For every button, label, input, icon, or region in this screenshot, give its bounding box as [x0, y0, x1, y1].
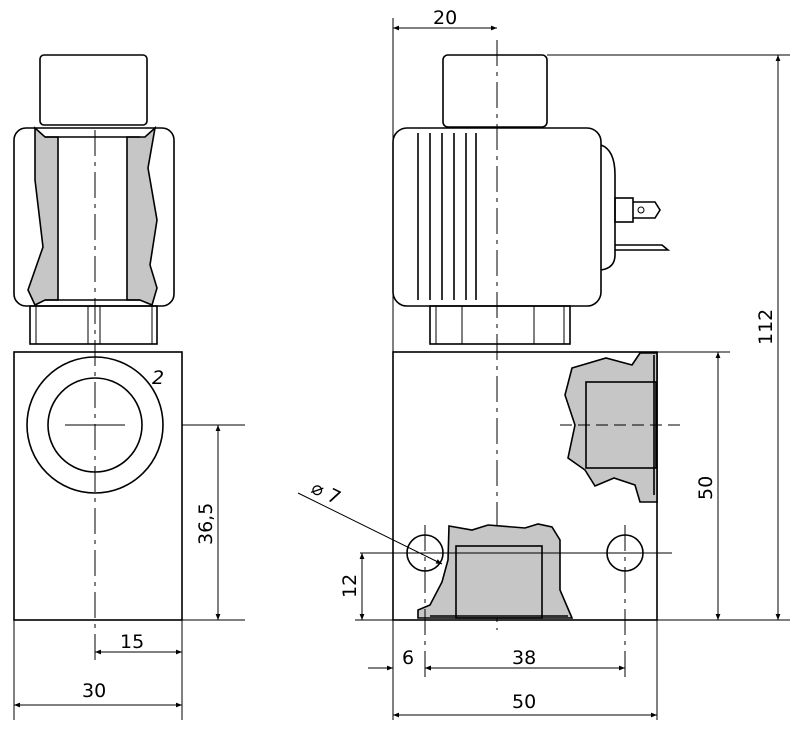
side-port-section [564, 352, 658, 503]
dim-side-width: 30 [82, 680, 106, 702]
front-view: 20 112 50 ⌀ 7 12 6 38 50 [297, 7, 790, 720]
dim-hole-height: 12 [339, 574, 361, 598]
coil-section-right [126, 125, 158, 307]
dim-hole-offset: 6 [402, 647, 414, 669]
dim-total-height: 112 [755, 309, 777, 345]
dim-hole-spacing: 38 [512, 647, 536, 669]
nut-front [429, 305, 571, 345]
dim-cap-width: 20 [433, 7, 457, 29]
dim-hole-diameter: ⌀ 7 [308, 477, 344, 510]
coil-cap [39, 54, 148, 126]
dim-body-width: 50 [512, 691, 536, 713]
electrical-terminal [600, 144, 671, 271]
coil-section-left [27, 126, 59, 307]
port-number: 2 [152, 367, 164, 389]
dim-half-width: 15 [120, 631, 144, 653]
bottom-port-section [417, 523, 574, 619]
nut [29, 305, 158, 345]
side-view: 2 36,5 15 30 [13, 54, 245, 720]
dim-body-height: 50 [695, 476, 717, 500]
dim-center-height: 36,5 [195, 503, 217, 545]
valve-body-side [13, 351, 183, 621]
coil-ribs [417, 133, 477, 300]
coil-cap-front [442, 54, 548, 128]
